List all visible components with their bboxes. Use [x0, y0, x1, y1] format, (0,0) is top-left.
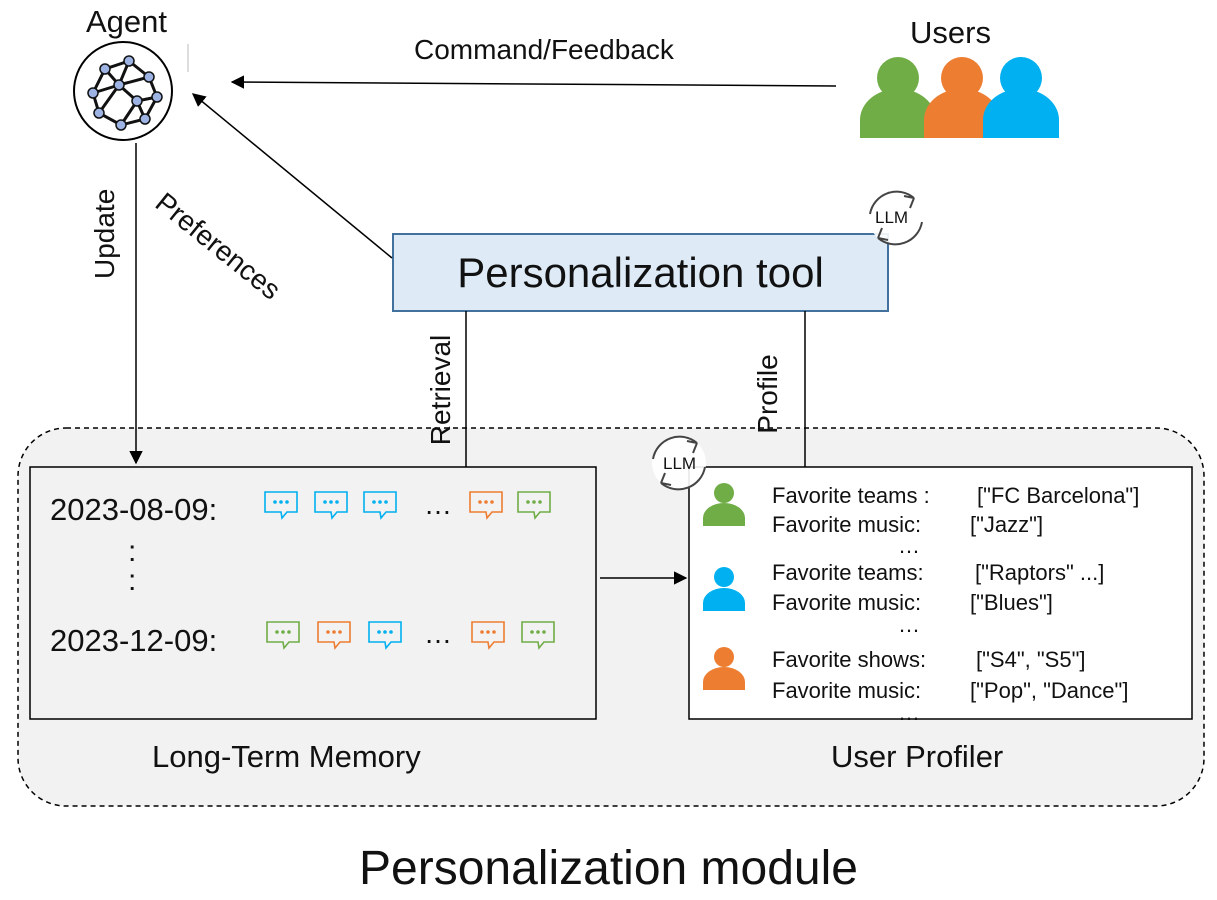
llm-badge-label: LLM	[875, 208, 909, 227]
profiler-user-icon-green	[703, 483, 745, 526]
refresh-cycle-icon	[652, 435, 706, 491]
profile-label: Profile	[752, 354, 783, 434]
profile-key: Favorite music:	[772, 512, 922, 537]
profile-value: ["Pop", "Dance"]	[970, 678, 1129, 703]
users-label: Users	[910, 15, 991, 50]
profile-more: …	[898, 533, 920, 558]
profile-more: …	[898, 700, 920, 725]
command-feedback-label: Command/Feedback	[414, 34, 674, 65]
profile-more: …	[898, 612, 920, 637]
profiler-user-icon-orange	[703, 647, 745, 690]
memory-row-1-ellipsis: …	[424, 489, 452, 520]
user-profiler-box	[688, 466, 1193, 720]
memory-date-1: 2023-08-09:	[50, 492, 218, 527]
retrieval-label: Retrieval	[425, 334, 456, 446]
profile-key: Favorite shows:	[772, 647, 927, 672]
refresh-cycle-icon	[869, 190, 923, 246]
profile-key: Favorite teams :	[772, 483, 930, 508]
personalization-tool-box	[392, 233, 889, 312]
profile-value: ["Jazz"]	[970, 512, 1044, 537]
profile-key: Favorite music:	[772, 678, 922, 703]
preferences-arrow	[191, 93, 393, 259]
profile-value: ["Blues"]	[970, 590, 1053, 615]
users-group-icon	[860, 57, 1059, 138]
profile-value: ["Raptors" ...]	[975, 560, 1105, 585]
memory-row-2-ellipsis: …	[424, 618, 452, 649]
personalization-tool-label: Personalization tool	[457, 249, 824, 296]
user-profiler-title: User Profiler	[831, 739, 1004, 774]
llm-badge-label: LLM	[663, 454, 697, 473]
memory-vertical-ellipsis: : :	[128, 535, 137, 597]
profile-key: Favorite teams:	[772, 560, 924, 585]
profile-value: ["FC Barcelona"]	[977, 483, 1140, 508]
command-feedback-arrow	[230, 75, 837, 89]
update-label: Update	[89, 188, 120, 279]
profiler-user-icon-blue	[703, 567, 745, 611]
long-term-memory-title: Long-Term Memory	[152, 739, 421, 774]
neural-network-brain-icon	[73, 41, 173, 141]
module-title: Personalization module	[359, 842, 858, 895]
agent-label: Agent	[86, 4, 168, 39]
profile-value: ["S4", "S5"]	[976, 647, 1086, 672]
profile-key: Favorite music:	[772, 590, 922, 615]
memory-date-2: 2023-12-09:	[50, 623, 218, 658]
